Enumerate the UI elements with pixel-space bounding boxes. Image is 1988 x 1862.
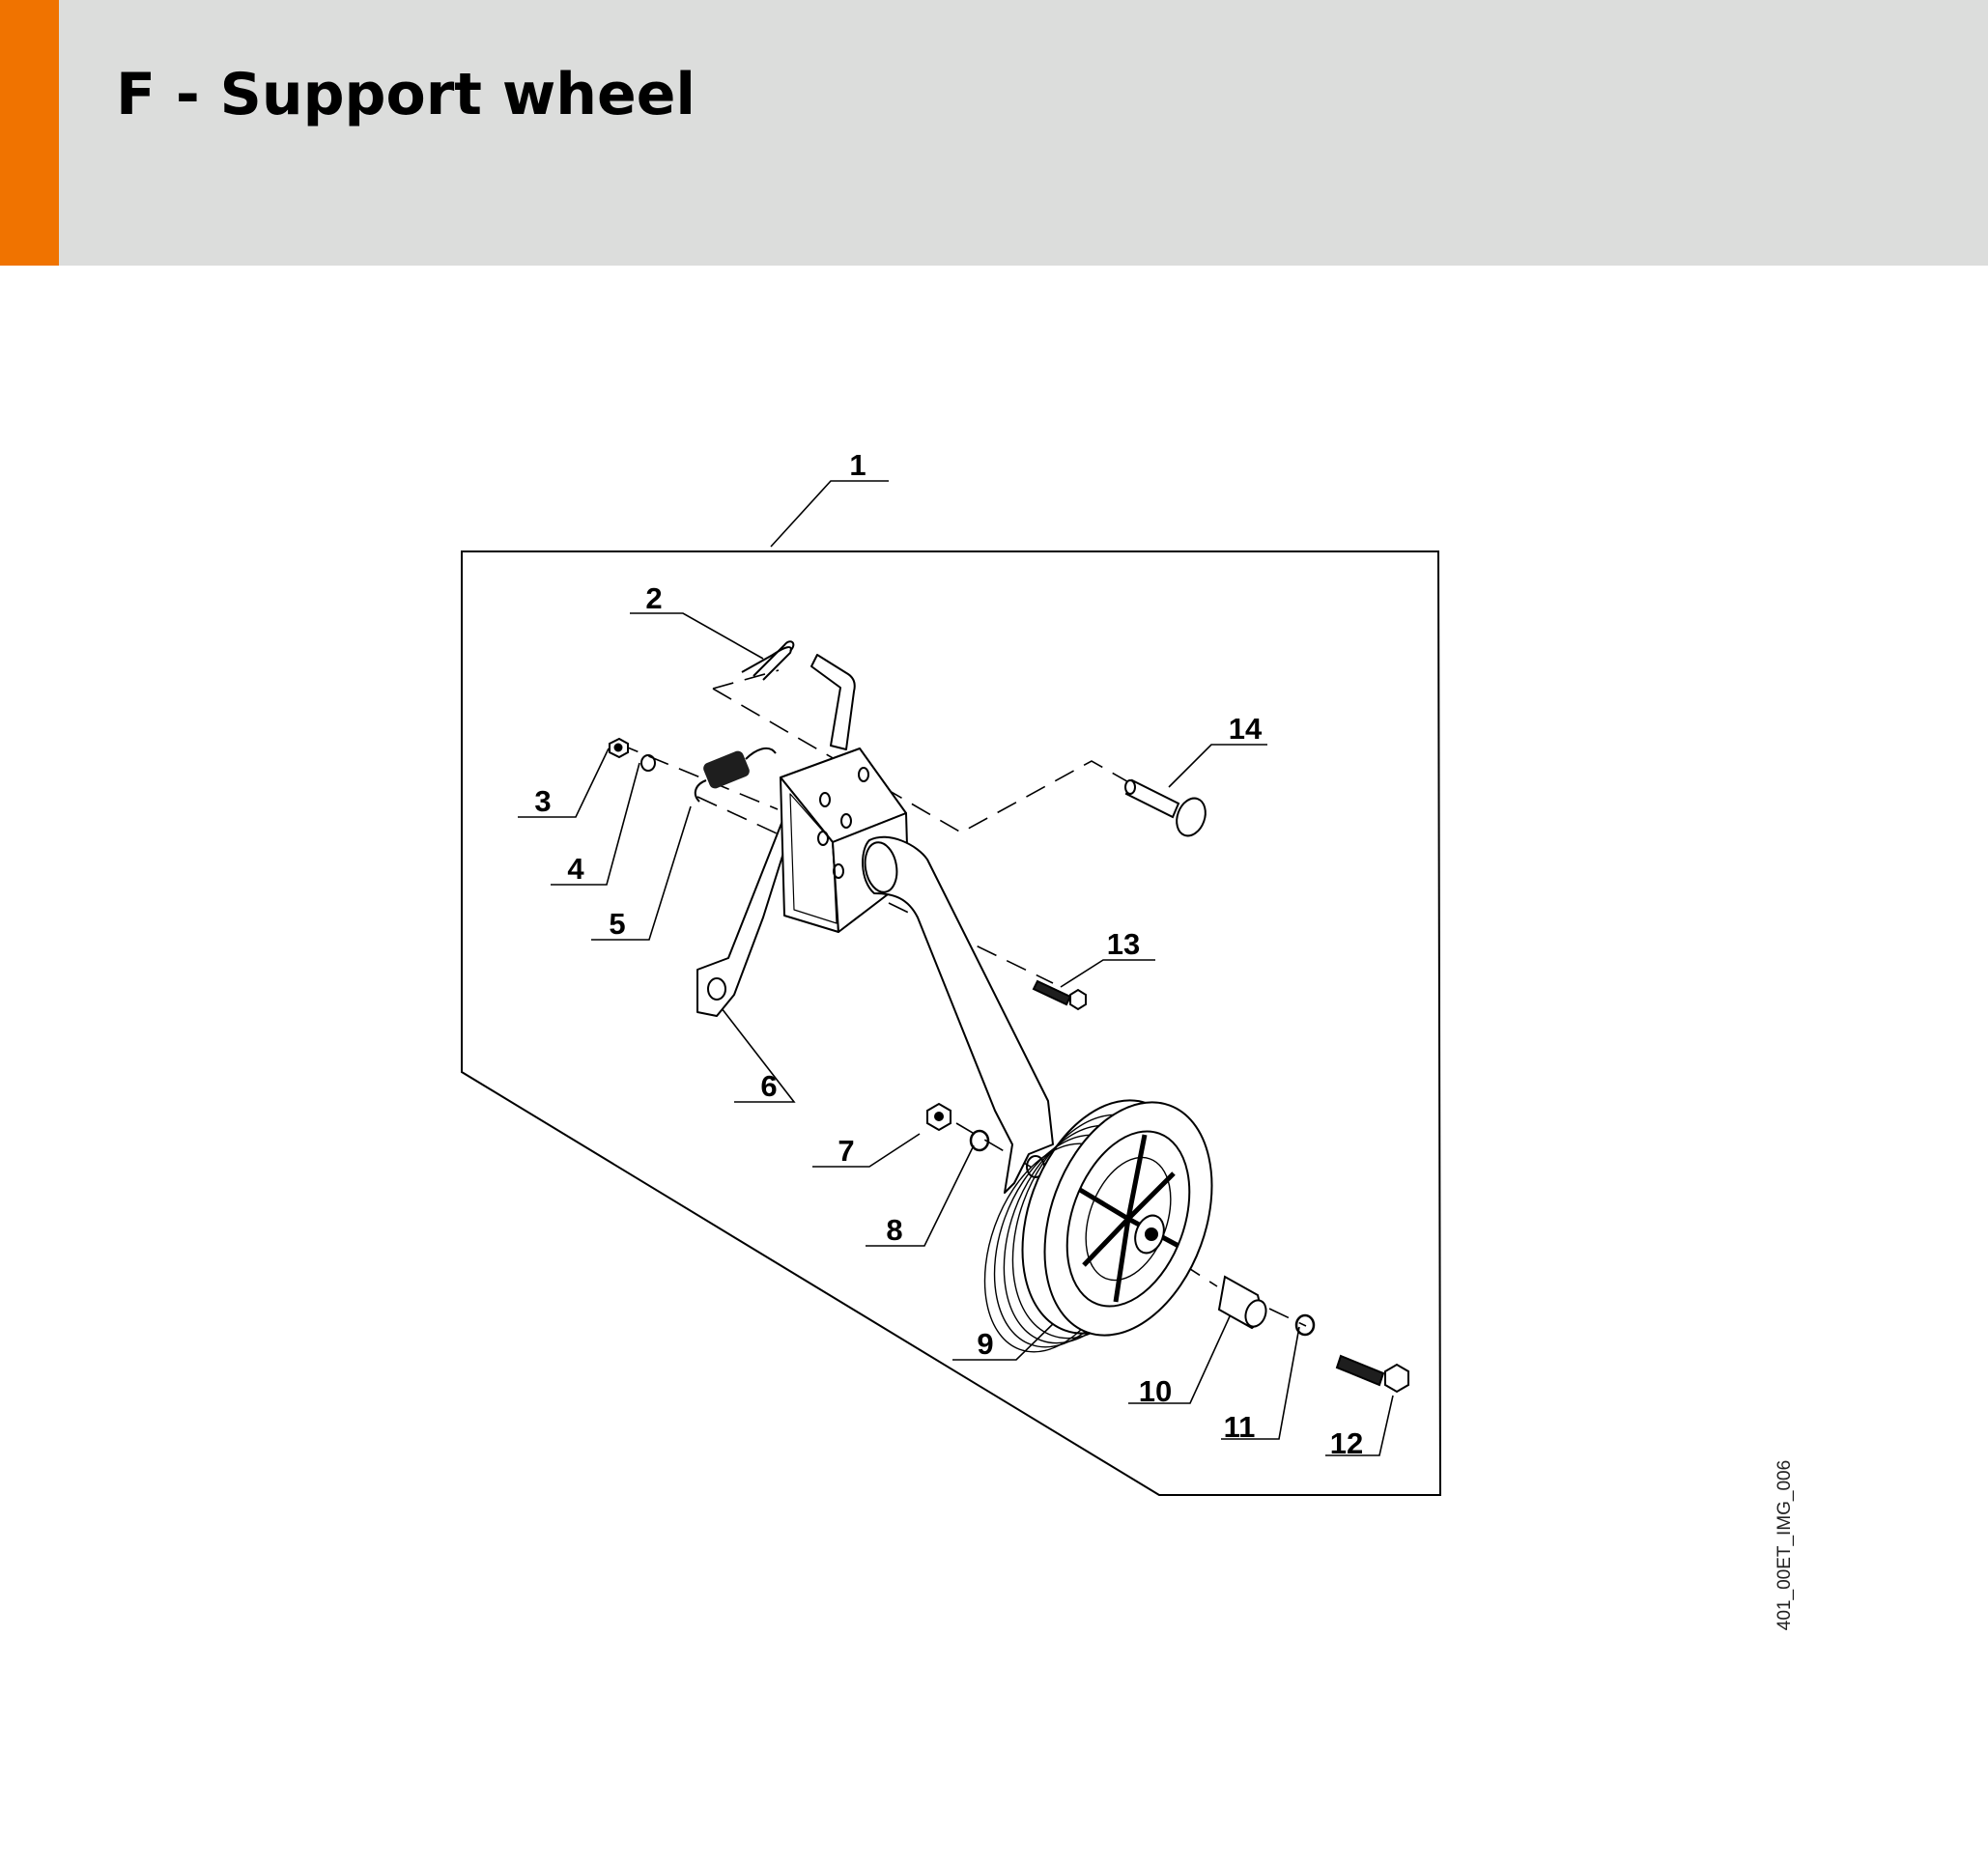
callout-12: 12	[1330, 1426, 1363, 1460]
callout-13: 13	[1107, 927, 1140, 961]
callout-3: 3	[534, 784, 551, 818]
arm-pivot-end	[864, 841, 898, 893]
callout-2: 2	[645, 581, 662, 615]
bracket-6	[696, 820, 785, 1017]
callout-5: 5	[609, 907, 625, 941]
callout-numbers: 1 2 3 4 5 6 7 8 9 10 11 12 13 14	[534, 448, 1363, 1460]
page-title: F - Support wheel	[116, 61, 696, 128]
image-reference-code: 401_00ET_IMG_006	[1775, 1459, 1795, 1631]
callout-10: 10	[1139, 1374, 1172, 1408]
nut-7	[926, 1102, 951, 1132]
callout-14: 14	[1229, 712, 1263, 746]
callout-9: 9	[977, 1327, 993, 1361]
assembly-outline	[461, 550, 1442, 1496]
wheel-9	[983, 1099, 1213, 1353]
washer-11	[1294, 1313, 1316, 1337]
header-band	[0, 0, 1988, 266]
nut-3	[609, 737, 629, 759]
pin-14	[1124, 778, 1207, 837]
bolt-13	[1032, 979, 1087, 1011]
accent-bar	[0, 0, 59, 266]
support-handle	[810, 654, 856, 750]
callout-1: 1	[849, 448, 866, 482]
spacer-sleeve-10	[1217, 1275, 1267, 1330]
spring-5	[694, 747, 777, 803]
hex-bolt-12	[1335, 1354, 1409, 1394]
spring-clip	[741, 640, 795, 681]
main-arm	[862, 835, 1054, 1194]
callout-11: 11	[1224, 1410, 1256, 1444]
callout-7: 7	[838, 1134, 854, 1168]
leader-lines	[518, 480, 1394, 1456]
callout-8: 8	[886, 1213, 902, 1247]
callout-6: 6	[760, 1069, 777, 1103]
callout-4: 4	[567, 852, 584, 886]
bracket-hole	[707, 977, 726, 1001]
washer-4	[640, 754, 656, 772]
washer-8	[969, 1129, 990, 1152]
